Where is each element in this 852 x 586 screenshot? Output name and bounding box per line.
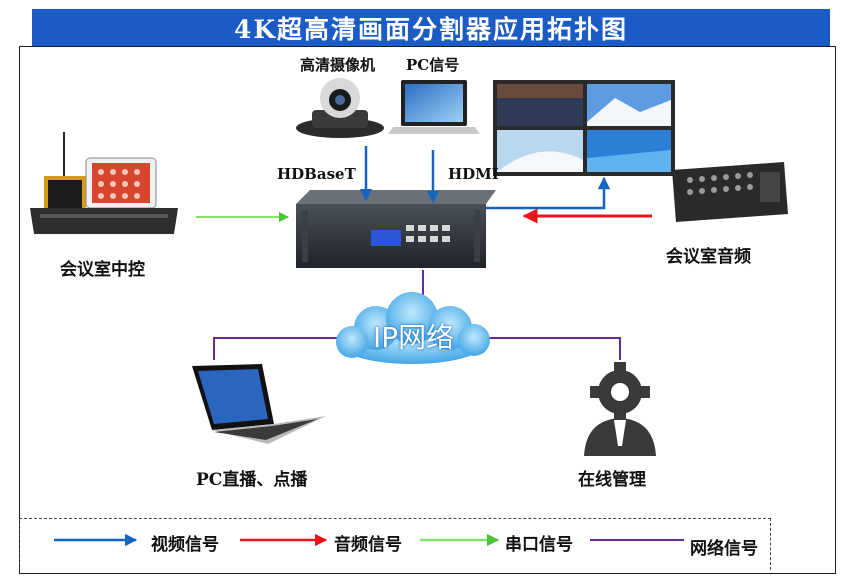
audio-mixer-image: [672, 162, 788, 222]
legend-audio-label: 音频信号: [334, 535, 402, 555]
pc-live-laptop-image: [192, 364, 326, 444]
video-wall-image: [493, 80, 675, 176]
legend-video-label: 视频信号: [151, 535, 219, 555]
audio-label: 会议室音频: [666, 247, 751, 267]
network-line-right: [480, 337, 621, 360]
camera-label: 高清摄像机: [300, 56, 376, 74]
ip-network-cloud: [336, 292, 490, 364]
pc-live-label: PC直播、点播: [196, 470, 308, 490]
central-control-image: [30, 132, 178, 234]
legend-serial-label: 串口信号: [505, 535, 573, 555]
splitter-device-image: [296, 190, 496, 268]
admin-user-icon: [584, 362, 656, 456]
output-video-arrow: [486, 176, 611, 210]
legend-box: [19, 518, 771, 570]
hdmi-label: HDMI: [448, 165, 499, 183]
control-label: 会议室中控: [60, 260, 145, 280]
legend-network-label: 网络信号: [690, 539, 758, 559]
network-line-left: [213, 337, 338, 360]
pc-signal-label: PC信号: [406, 56, 460, 74]
camera-image: [296, 78, 384, 138]
page-title: 4K超高清画面分割器应用拓扑图: [32, 9, 830, 47]
ip-network-label: IP网络: [373, 321, 455, 354]
pc-signal-laptop-image: [388, 80, 480, 134]
diagram-frame: [19, 46, 836, 574]
hdbaset-label: HDBaseT: [277, 165, 356, 183]
online-mgmt-label: 在线管理: [578, 470, 646, 490]
